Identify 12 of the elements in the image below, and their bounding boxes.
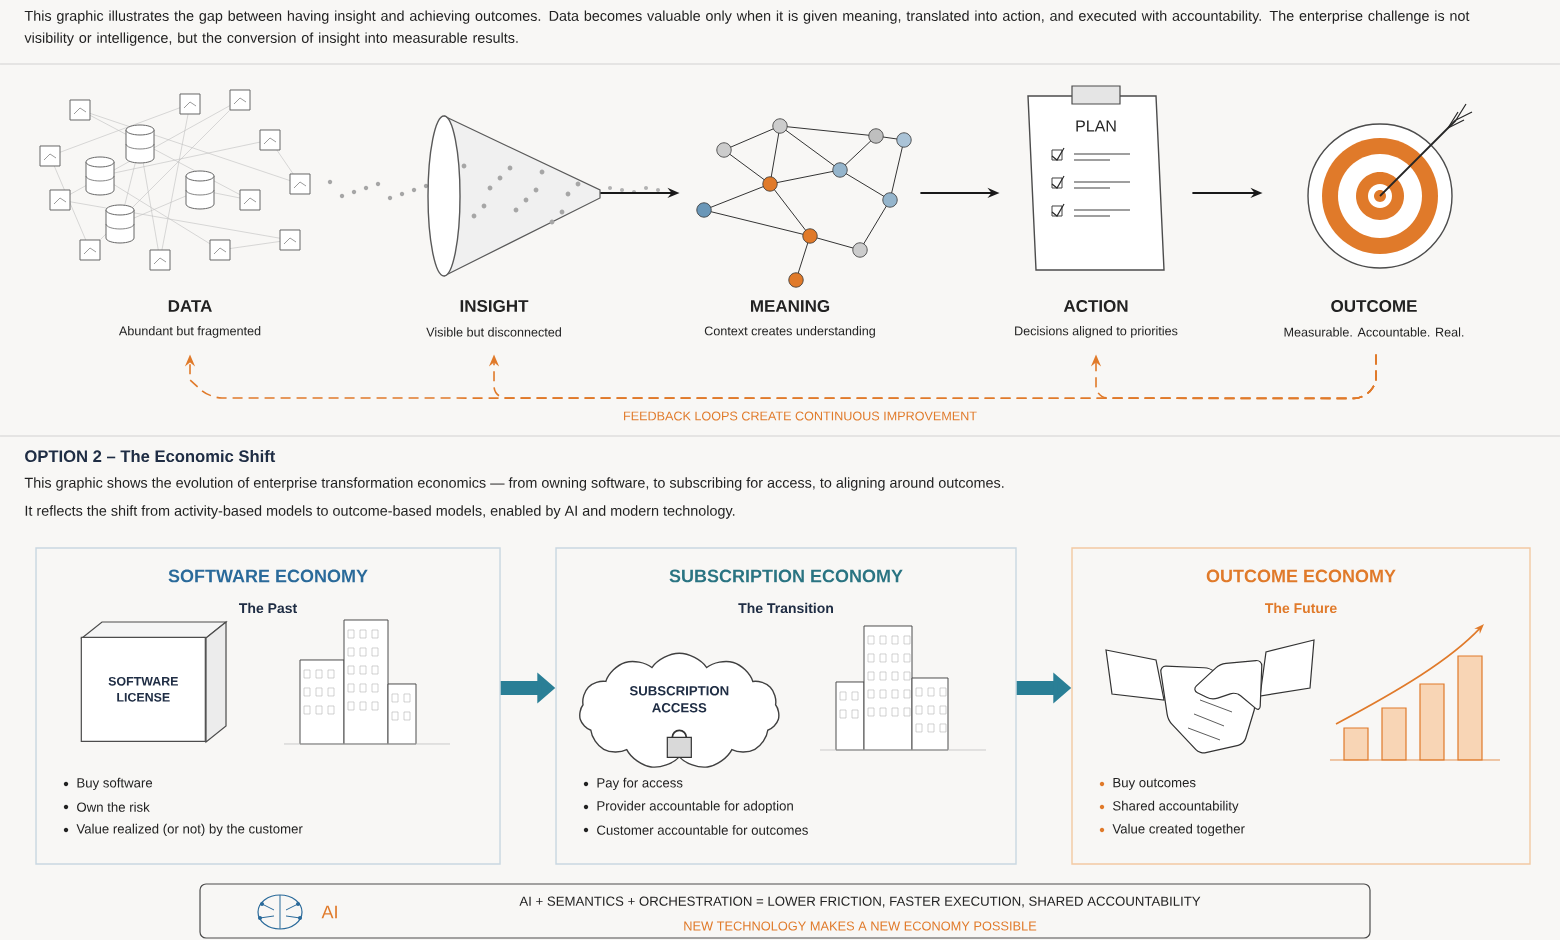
section-title: OPTION 2 – The Economic Shift <box>25 449 276 463</box>
clipboard-drawing: PLAN <box>1027 85 1165 271</box>
panel-title: OUTCOME ECONOMY <box>1206 569 1396 583</box>
stage-heading: OUTCOME <box>1331 300 1417 312</box>
stage-heading: MEANING <box>751 300 830 312</box>
panel-title: SUBSCRIPTION ECONOMY <box>669 569 903 583</box>
feedback-arrow <box>1090 353 1377 400</box>
stage-heading: DATA <box>168 300 212 312</box>
banner-ai-label: AI <box>321 905 337 919</box>
stage-heading: INSIGHT <box>460 300 529 312</box>
panel-title: SOFTWARE ECONOMY <box>168 569 368 583</box>
stage-heading: ACTION <box>1063 300 1128 312</box>
